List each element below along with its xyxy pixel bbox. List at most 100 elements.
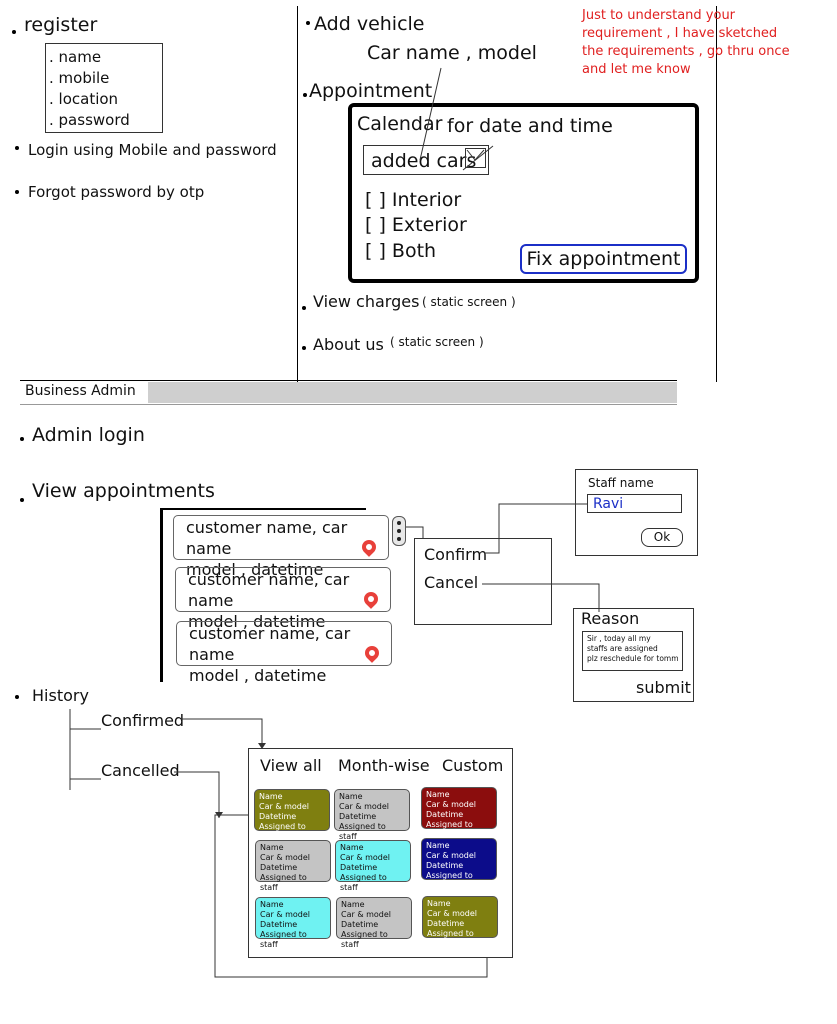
confirm-option[interactable]: Confirm bbox=[424, 545, 488, 564]
about-us-text: About us bbox=[313, 335, 384, 354]
row-line1: customer name, car name bbox=[186, 518, 348, 558]
reason-line: plz reschedule for tomm bbox=[587, 654, 679, 663]
added-cars-select[interactable]: added cars bbox=[363, 145, 489, 175]
field-password: . password bbox=[49, 111, 130, 129]
reason-line: Sir , today all my bbox=[587, 634, 651, 643]
tile-line: Datetime bbox=[426, 861, 464, 870]
bullet bbox=[12, 30, 16, 34]
tile-line: Car & model bbox=[260, 853, 311, 862]
bullet bbox=[15, 190, 19, 194]
ok-button[interactable]: Ok bbox=[641, 528, 683, 547]
login-text: Login using Mobile and password bbox=[28, 141, 277, 159]
option-exterior[interactable]: [ ] Exterior bbox=[365, 214, 467, 236]
fix-appointment-label: Fix appointment bbox=[526, 248, 681, 270]
tile-line: Car & model bbox=[339, 802, 390, 811]
date-time-label: for date and time bbox=[447, 115, 613, 137]
reason-textarea[interactable]: Sir , today all my staffs are assigned p… bbox=[582, 631, 683, 671]
tile-line: Datetime bbox=[340, 863, 378, 872]
bullet bbox=[20, 437, 24, 441]
list-frame-top bbox=[160, 508, 366, 510]
history-panel bbox=[248, 748, 513, 958]
tile-line: Name bbox=[260, 843, 284, 852]
tile-line: Name bbox=[339, 792, 363, 801]
option-both[interactable]: [ ] Both bbox=[365, 240, 437, 262]
tab-month-wise[interactable]: Month-wise bbox=[338, 756, 430, 775]
tile-line: Datetime bbox=[339, 812, 377, 821]
appointment-frame bbox=[348, 103, 699, 283]
staff-popup bbox=[575, 469, 698, 556]
admin-header-bottom-rule bbox=[20, 404, 677, 405]
action-menu bbox=[414, 538, 552, 625]
tile-line: Assigned to staff bbox=[340, 873, 387, 892]
tile-line: Name bbox=[340, 843, 364, 852]
tile-line: Car & model bbox=[340, 853, 391, 862]
history-title: History bbox=[32, 686, 89, 705]
row-line1: customer name, car name bbox=[189, 624, 351, 664]
tile-line: Name bbox=[426, 841, 450, 850]
tab-view-all[interactable]: View all bbox=[260, 756, 322, 775]
fix-appointment-button[interactable]: Fix appointment bbox=[520, 244, 687, 274]
appointment-row[interactable]: customer name, car name model , datetime bbox=[176, 621, 392, 685]
appointment-row[interactable]: customer name, car name model , datetime bbox=[173, 515, 389, 579]
tile-line: Car & model bbox=[426, 851, 477, 860]
forgot-password-text: Forgot password by otp bbox=[28, 183, 205, 201]
reason-popup bbox=[573, 608, 694, 702]
tile-line: Assigned to staff bbox=[426, 871, 473, 890]
divider-vertical-left bbox=[297, 6, 298, 382]
added-cars-label: added cars bbox=[371, 150, 477, 172]
option-interior[interactable]: [ ] Interior bbox=[365, 189, 462, 211]
note-line: the requirements , go thru once bbox=[582, 44, 790, 59]
connector-lines-top bbox=[419, 67, 494, 171]
tile-line: Name bbox=[259, 792, 283, 801]
register-fields-box: . name . mobile . location . password bbox=[45, 43, 163, 133]
tile-line: Assigned to staff bbox=[426, 820, 473, 839]
list-frame-left bbox=[160, 508, 163, 682]
tile-line: Assigned to staff bbox=[341, 930, 388, 949]
tile-line: Datetime bbox=[260, 920, 298, 929]
submit-button[interactable]: submit bbox=[636, 678, 691, 697]
bullet bbox=[303, 93, 307, 97]
bullet bbox=[15, 695, 19, 699]
tab-custom[interactable]: Custom bbox=[442, 756, 504, 775]
tile-line: Car & model bbox=[426, 800, 477, 809]
tile-line: Car & model bbox=[341, 910, 392, 919]
row-line1: customer name, car name bbox=[188, 570, 350, 610]
bullet bbox=[302, 306, 306, 310]
ok-label: Ok bbox=[653, 530, 671, 544]
bullet bbox=[20, 498, 24, 502]
kebab-menu-icon[interactable] bbox=[392, 516, 406, 546]
tile-line: Assigned to staff bbox=[259, 822, 306, 841]
row-line2: model , datetime bbox=[186, 560, 324, 579]
staff-name-input[interactable]: Ravi bbox=[587, 494, 682, 513]
tile-line: Datetime bbox=[341, 920, 379, 929]
reason-line: staffs are assigned bbox=[587, 644, 658, 653]
static-screen-note: ( static screen ) bbox=[422, 295, 516, 309]
cancelled-branch[interactable]: Cancelled bbox=[101, 761, 180, 780]
admin-header-top-rule bbox=[20, 380, 677, 381]
tile-line: Assigned to staff bbox=[427, 929, 474, 948]
tile-line: Car & model bbox=[427, 909, 478, 918]
car-name-model-text: Car name , model bbox=[367, 42, 537, 64]
tile-line: Car & model bbox=[260, 910, 311, 919]
admin-header-label: Business Admin bbox=[25, 383, 136, 399]
tile-line: Datetime bbox=[259, 812, 297, 821]
appointment-row[interactable]: customer name, car name model , datetime bbox=[175, 567, 391, 631]
tile-line: Assigned to staff bbox=[260, 873, 307, 892]
note-line: Just to understand your bbox=[582, 8, 736, 23]
confirmed-branch[interactable]: Confirmed bbox=[101, 711, 185, 730]
view-charges-text: View charges bbox=[313, 292, 420, 311]
staff-name-value: Ravi bbox=[593, 496, 624, 512]
tile-line: Datetime bbox=[260, 863, 298, 872]
field-name: . name bbox=[49, 48, 102, 66]
cancel-option[interactable]: Cancel bbox=[424, 573, 479, 592]
